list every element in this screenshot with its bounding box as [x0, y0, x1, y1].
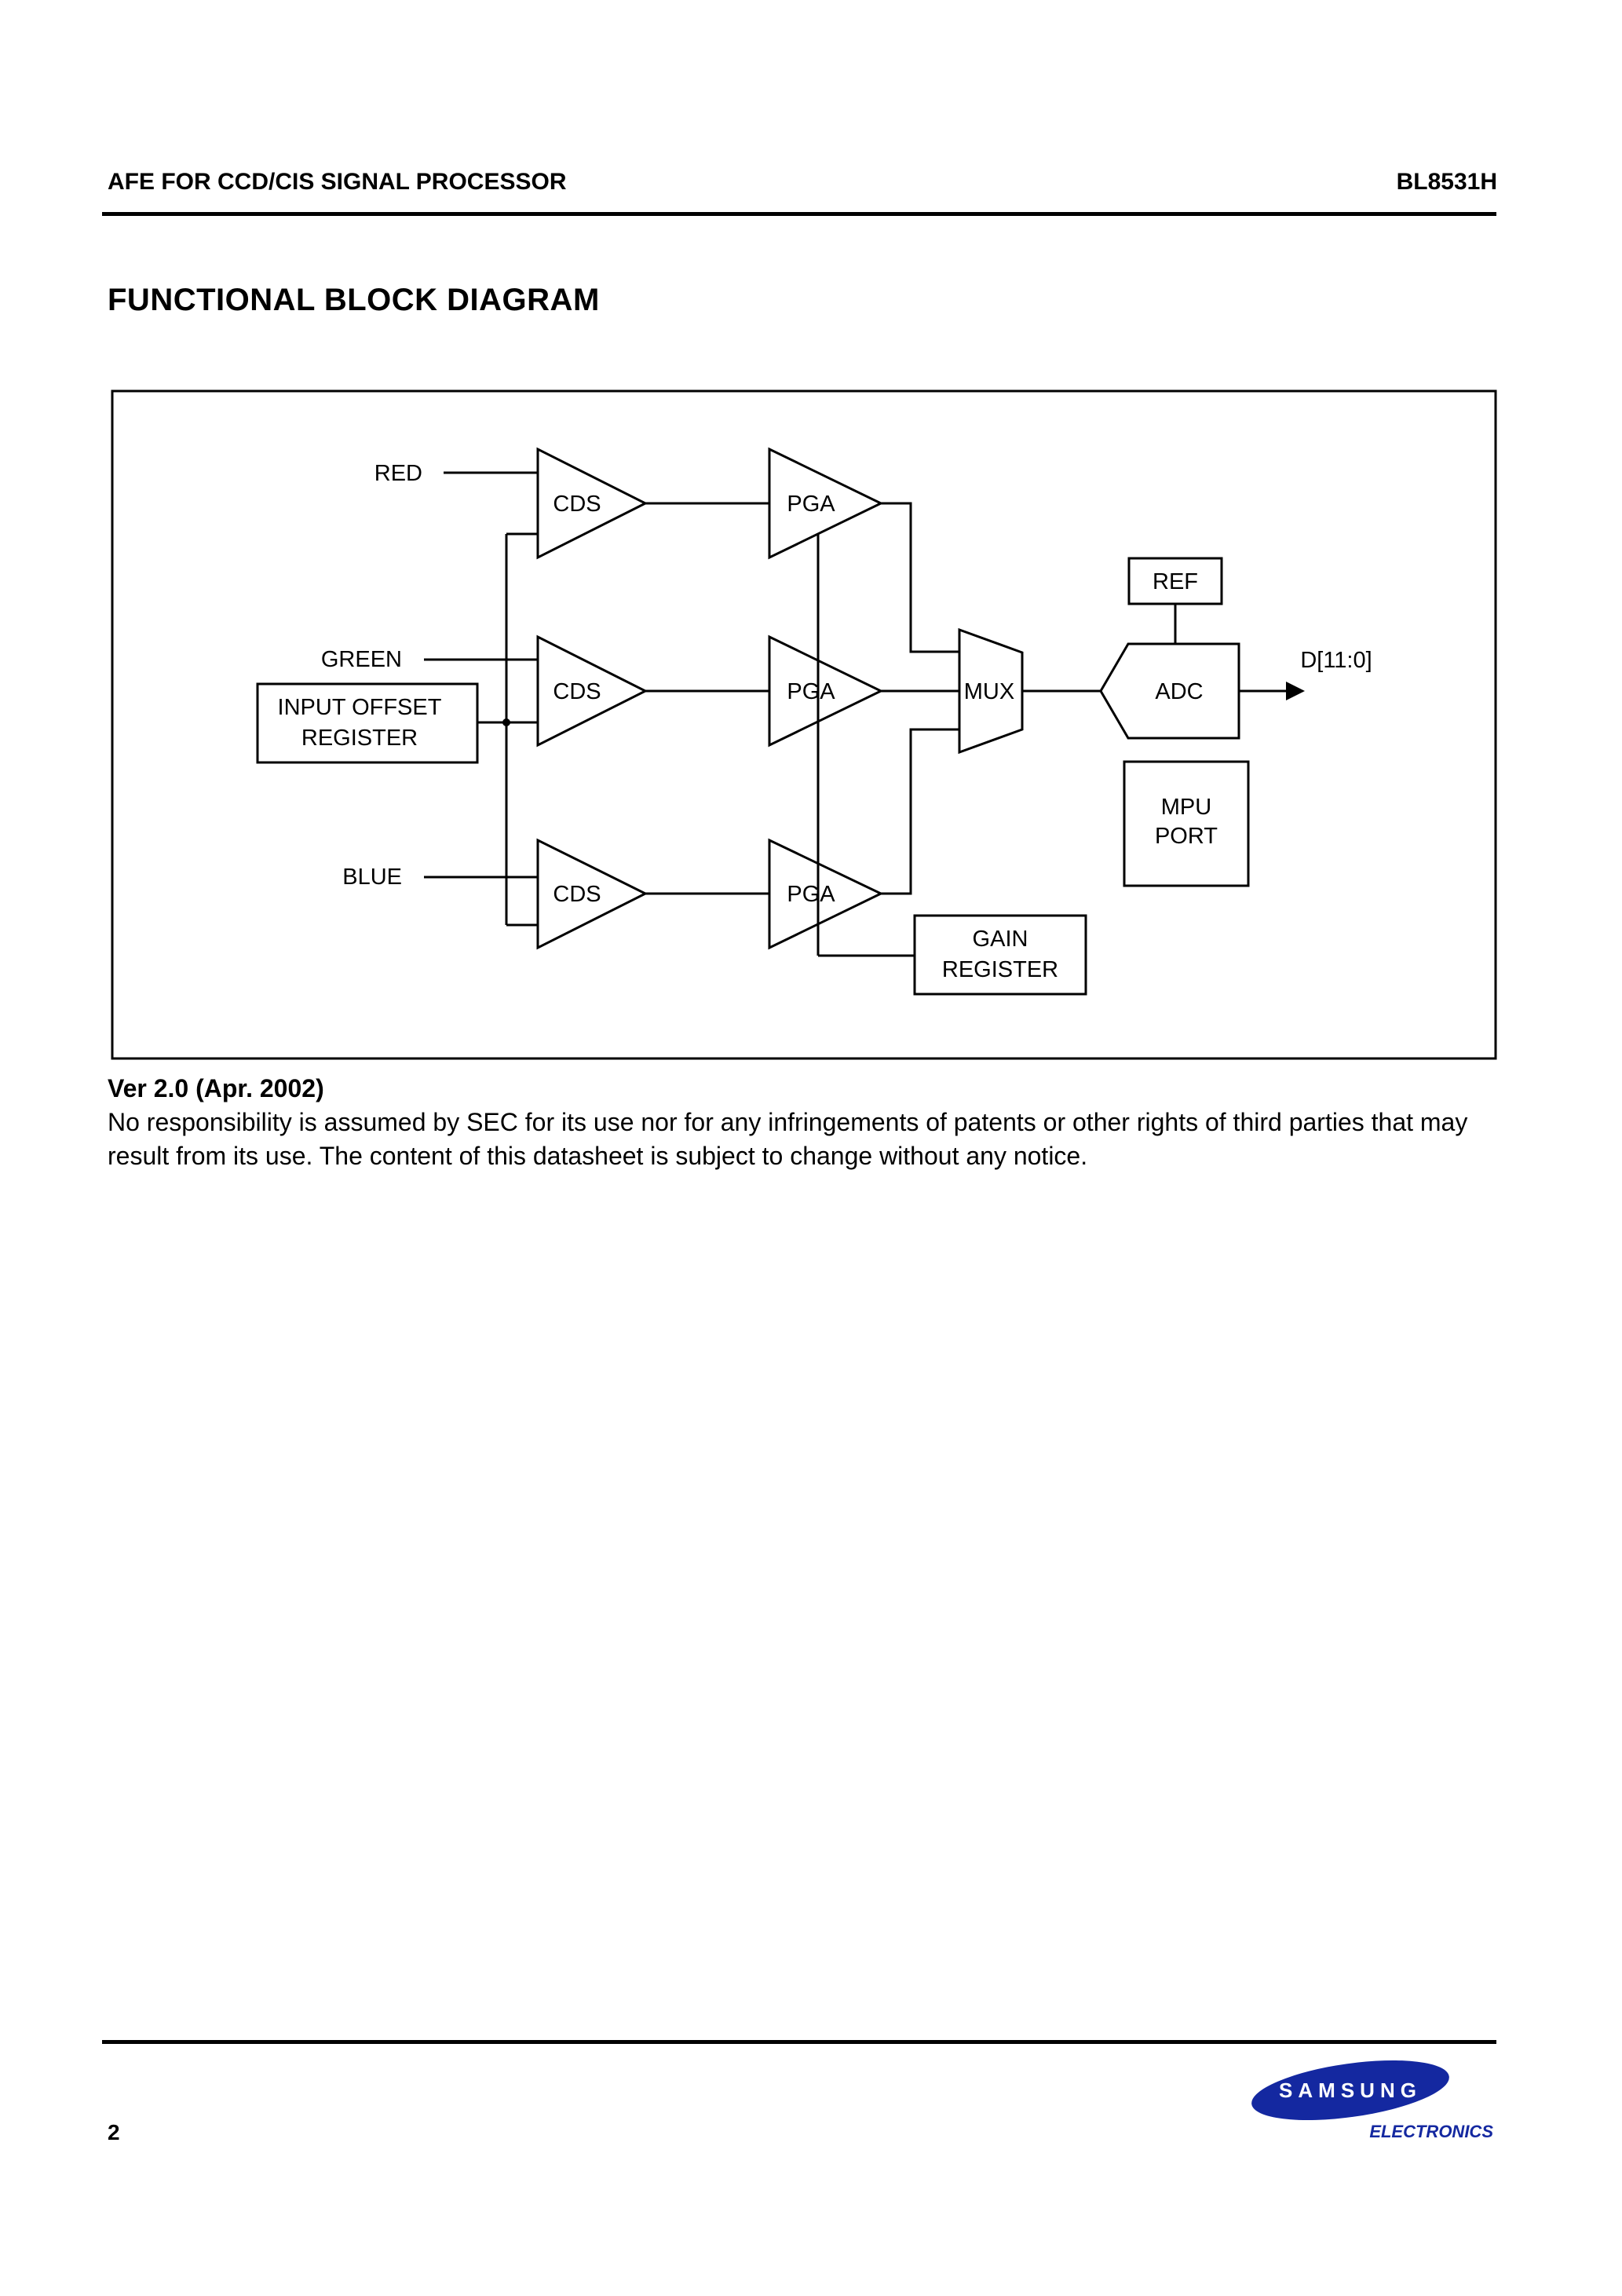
adc-label: ADC: [1155, 679, 1203, 704]
samsung-logo-ellipse: [1251, 2060, 1449, 2121]
cds-amplifier-1: [536, 447, 648, 560]
page-number: 2: [108, 2120, 120, 2144]
functional-block-diagram: RED GREEN BLUE CDS CDS CDS PGA PGA PGA M…: [111, 389, 1497, 1060]
input-offset-register-block: [256, 682, 479, 764]
section-title: FUNCTIONAL BLOCK DIAGRAM: [108, 283, 600, 317]
pga-label-2: PGA: [787, 679, 835, 704]
output-arrow-icon: [1286, 682, 1305, 700]
gain-register-label-line2: REGISTER: [942, 957, 1058, 982]
cds-label-1: CDS: [553, 492, 601, 517]
pga-label-1: PGA: [787, 492, 835, 517]
pga3-to-mux-line: [881, 728, 959, 895]
header-left-title: AFE FOR CCD/CIS SIGNAL PROCESSOR: [108, 169, 567, 195]
header-right-title: BL8531H: [1396, 169, 1497, 195]
mux-block: [958, 627, 1024, 755]
mpu-port-block: [1123, 760, 1250, 887]
input-offset-label-line1: INPUT OFFSET: [278, 695, 442, 720]
mpu-port-label-line2: PORT: [1155, 824, 1218, 849]
input-offset-label-line2: REGISTER: [301, 726, 418, 751]
pga1-to-mux-line: [881, 502, 959, 653]
mpu-port-label-line1: MPU: [1161, 795, 1211, 820]
pga-label-3: PGA: [787, 882, 835, 907]
electronics-text: ELECTRONICS: [1369, 2122, 1493, 2141]
cds-label-3: CDS: [553, 882, 601, 907]
green-input-label: GREEN: [321, 647, 402, 672]
red-input-label: RED: [374, 461, 422, 486]
pga-amplifier-2: [768, 634, 884, 748]
ref-label: REF: [1153, 569, 1198, 594]
mux-label: MUX: [964, 679, 1014, 704]
footer-rule: [102, 2040, 1496, 2044]
header-rule: [102, 212, 1496, 216]
gain-register-label-line1: GAIN: [973, 927, 1028, 952]
cds-amplifier-2: [536, 634, 648, 748]
samsung-logo: SAMSUNG ELECTRONICS: [1251, 2060, 1493, 2141]
output-data-label: D[11:0]: [1300, 648, 1372, 673]
pga-amplifier-3: [768, 838, 884, 950]
diagram-frame: [111, 389, 1497, 1060]
blue-input-label: BLUE: [342, 865, 402, 890]
disclaimer-text: No responsibility is assumed by SEC for …: [108, 1108, 1468, 1170]
version-label: Ver 2.0 (Apr. 2002): [108, 1074, 324, 1102]
cds-label-2: CDS: [553, 679, 601, 704]
cds-amplifier-3: [536, 838, 648, 950]
junction-dot: [502, 718, 510, 726]
gain-register-block: [913, 914, 1087, 996]
pga-amplifier-1: [768, 447, 884, 560]
samsung-brand-text: SAMSUNG: [1279, 2078, 1422, 2102]
